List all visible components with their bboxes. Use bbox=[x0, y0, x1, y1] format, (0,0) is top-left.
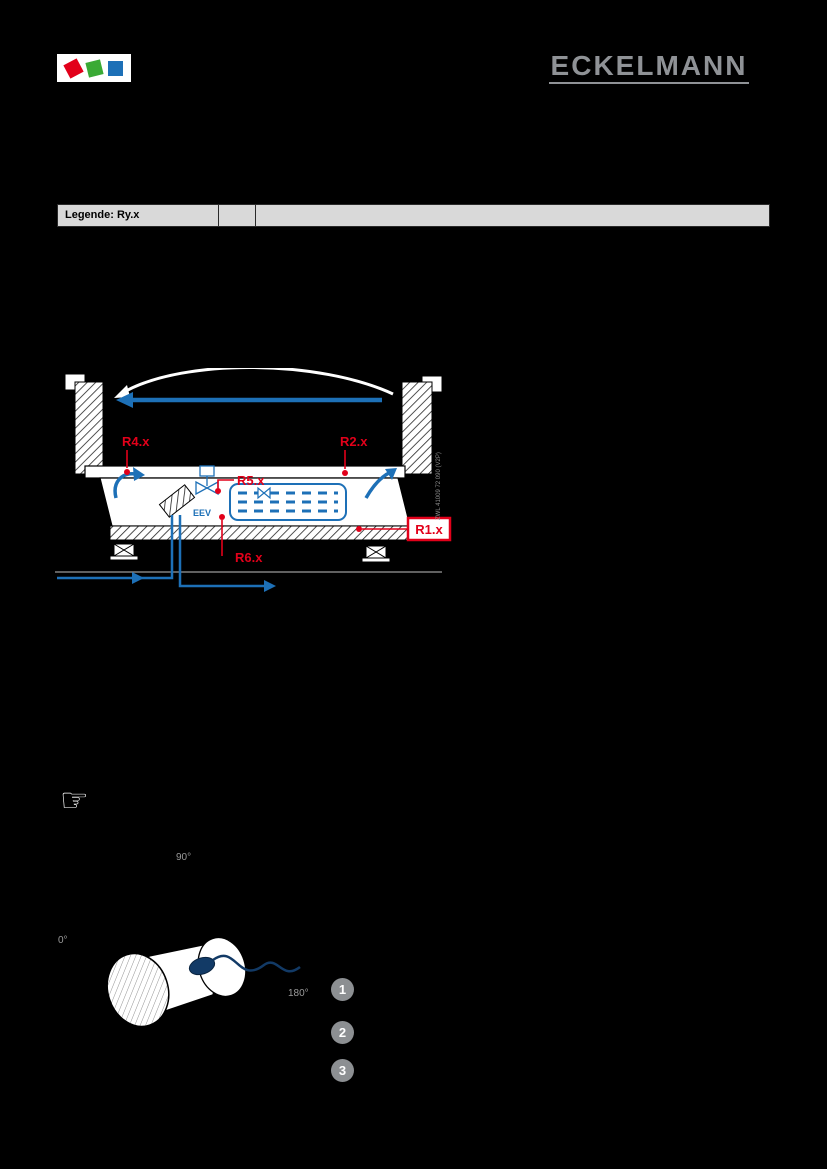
eev-valve-assembly: EEV bbox=[158, 465, 219, 518]
drawing-number-note: ZWL 41009 72 090 (V2P) bbox=[436, 452, 442, 520]
step-badge-2: 2 bbox=[331, 1021, 354, 1044]
angle-0-label: 0° bbox=[58, 935, 68, 946]
cabinet-feet bbox=[109, 543, 391, 563]
angle-180-label: 180° bbox=[288, 988, 309, 999]
air-curl-left bbox=[113, 467, 145, 499]
refrigerant-pipes bbox=[57, 515, 276, 592]
eev-label: EEV bbox=[193, 508, 211, 518]
sensor-cable bbox=[212, 954, 301, 973]
legend-table: Legende: Ry.x bbox=[57, 204, 770, 227]
label-r6: R6.x bbox=[235, 550, 263, 565]
air-curl-right bbox=[364, 468, 397, 499]
legend-empty-cell bbox=[219, 205, 256, 226]
label-r2: R2.x bbox=[340, 434, 368, 449]
brand-wordmark: ECKELMANN bbox=[549, 52, 749, 84]
label-r5: R5.x bbox=[237, 473, 265, 488]
logo-red-square-icon bbox=[62, 57, 84, 79]
angle-90-label: 90° bbox=[176, 852, 191, 863]
label-r4: R4.x bbox=[122, 434, 150, 449]
step-badge-3: 3 bbox=[331, 1059, 354, 1082]
freezer-cross-section-diagram: EEV R4.x R2.x R5.x R6.x bbox=[55, 368, 452, 592]
sensor-position-diagram: 90° 0° 180° bbox=[58, 852, 309, 1028]
evaporator-coil bbox=[229, 483, 347, 521]
legend-title-cell: Legende: Ry.x bbox=[58, 205, 219, 226]
cabinet-walls bbox=[64, 373, 443, 475]
logo-green-square-icon bbox=[84, 58, 104, 78]
air-circulation-arrow bbox=[114, 368, 394, 398]
logo-blue-square-icon bbox=[107, 60, 123, 76]
label-r1: R1.x bbox=[415, 522, 443, 537]
eckelmann-logo-mark bbox=[57, 54, 131, 82]
pointing-hand-icon: ☞ bbox=[60, 782, 89, 818]
legend-description-cell bbox=[256, 205, 769, 226]
suction-pipe-cylinder bbox=[106, 936, 247, 1028]
sensor-labels: R4.x R2.x R5.x R6.x R1.x bbox=[122, 434, 452, 565]
step-badge-1: 1 bbox=[331, 978, 354, 1001]
sensor-on-pipe bbox=[188, 954, 301, 976]
airflow-arrow bbox=[116, 392, 382, 408]
